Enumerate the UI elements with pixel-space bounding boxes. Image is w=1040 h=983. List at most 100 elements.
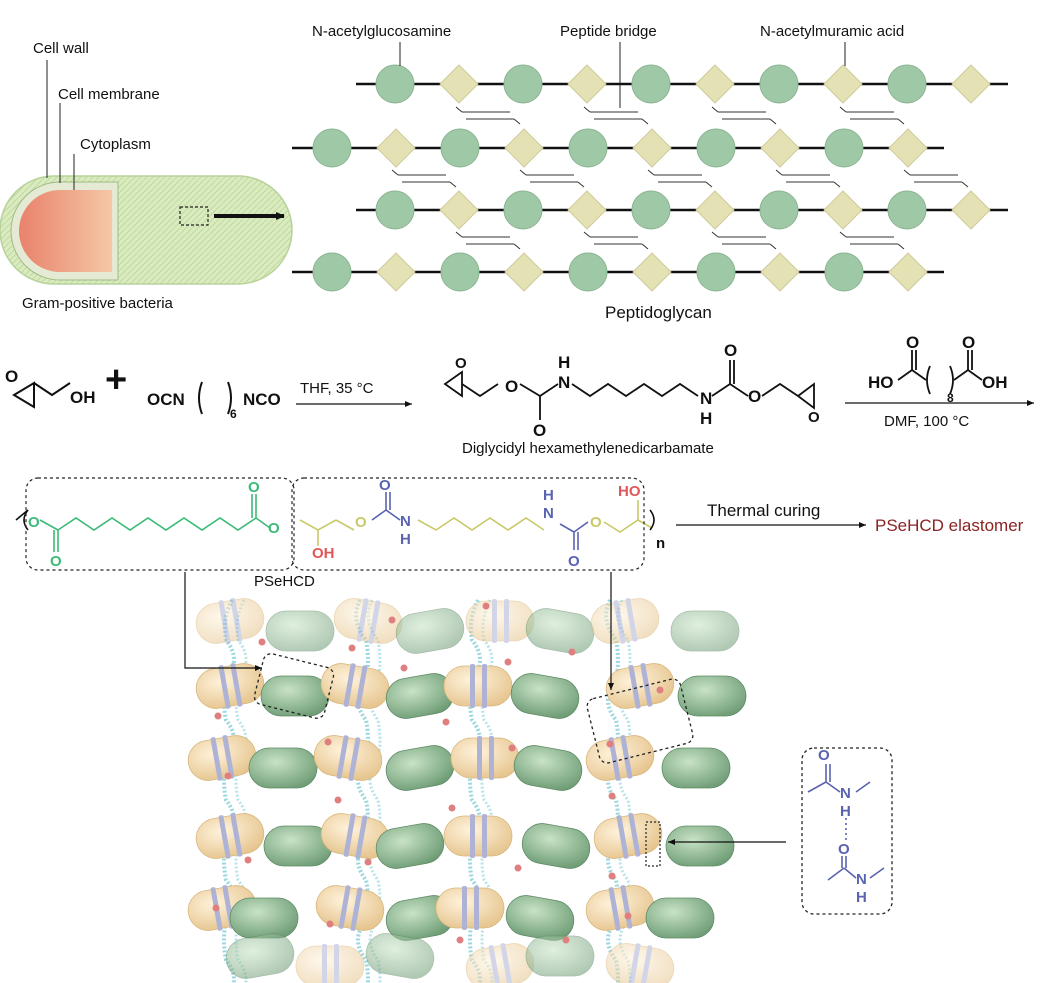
ocn-label: OCN <box>147 390 185 409</box>
nag-unit <box>312 252 352 292</box>
nam-unit <box>376 252 416 292</box>
carbamate-segment <box>315 885 385 931</box>
nam-unit <box>760 128 800 168</box>
nam-unit <box>439 190 479 230</box>
nam-unit <box>823 64 863 104</box>
svg-text:O: O <box>818 747 830 764</box>
nam-label: N-acetylmuramic acid <box>760 23 904 40</box>
sebacic-o1: O <box>906 333 919 352</box>
bacteria-caption: Gram-positive bacteria <box>22 295 174 312</box>
svg-text:O: O <box>379 477 391 494</box>
peptide-bridge <box>590 111 642 120</box>
elastomer-network <box>187 598 747 983</box>
glycidol-structure <box>12 381 71 409</box>
polymer-n: N <box>543 505 554 522</box>
hydroxyl-dot <box>388 616 396 624</box>
carbamate-segment <box>605 663 675 709</box>
nam-unit <box>823 190 863 230</box>
zoom-box-ester <box>253 653 335 719</box>
ester-segment <box>260 675 330 717</box>
svg-text:O: O <box>808 409 820 426</box>
carbamate-segment <box>465 943 535 983</box>
nag-unit <box>568 128 608 168</box>
ester-segment <box>265 610 335 652</box>
hbond-o: O <box>838 841 850 858</box>
nag-unit <box>759 64 799 104</box>
peptide-bridge <box>846 111 898 120</box>
peptide-bridge-label: Peptide bridge <box>560 23 657 40</box>
hdi-structure <box>198 381 232 415</box>
hydroxyl-dot <box>656 686 664 694</box>
nam-unit <box>439 64 479 104</box>
hbond-inset <box>801 747 893 915</box>
hydroxyl-dot <box>482 602 490 610</box>
cell-membrane-label: Cell membrane <box>58 86 160 103</box>
hydroxyl-dot <box>606 740 614 748</box>
nag-unit <box>631 64 671 104</box>
hbond-n: N <box>856 871 867 888</box>
nag-label: N-acetylglucosamine <box>312 23 451 40</box>
carbamate-segment <box>585 735 655 781</box>
hydroxyl-dot <box>214 712 222 720</box>
peptide-bridge-end <box>711 231 777 250</box>
hbond-structure <box>807 764 885 881</box>
nag-unit <box>375 190 415 230</box>
nco-label: NCO <box>243 390 281 409</box>
polymer-ho: HO <box>618 483 641 500</box>
hydroxyl-dot <box>324 738 332 746</box>
peptide-bridge <box>846 236 898 245</box>
diglycidyl-n-bottom: N <box>700 389 712 408</box>
nag-unit <box>824 252 864 292</box>
hbond-strand <box>354 599 370 983</box>
svg-text:O: O <box>455 355 467 372</box>
curing-label: Thermal curing <box>707 501 820 520</box>
bacterium-illustration <box>0 175 293 285</box>
nag-unit <box>887 64 927 104</box>
nag-unit <box>696 128 736 168</box>
hydroxyl-dot <box>442 718 450 726</box>
diglycidyl-o-top: O <box>724 341 737 360</box>
diglycidyl-structure <box>443 360 815 420</box>
peptidoglycan-caption: Peptidoglycan <box>605 303 712 322</box>
sebacic-ho: HO <box>868 373 894 392</box>
hydroxyl-dot <box>504 658 512 666</box>
nam-unit <box>951 190 991 230</box>
carbamate-segment <box>450 736 520 780</box>
hydroxyl-dot <box>514 864 522 872</box>
hydroxyl-dot <box>334 796 342 804</box>
peptide-bridge-end <box>391 169 457 188</box>
ester-segment <box>505 895 575 941</box>
nag-unit <box>568 252 608 292</box>
hydroxyl-dot <box>562 936 570 944</box>
peptide-bridge <box>782 174 834 183</box>
ester-segment <box>248 747 318 789</box>
nag-unit <box>887 190 927 230</box>
nam-unit <box>504 128 544 168</box>
peptide-bridge-end <box>583 106 649 125</box>
svg-text:N: N <box>840 785 851 802</box>
ester-pointer <box>184 572 262 671</box>
ester-segment <box>670 610 740 652</box>
svg-text:O: O <box>248 479 260 496</box>
carbamate-segment <box>593 813 663 859</box>
glycidol-o: O <box>5 367 18 386</box>
glycidol-oh: OH <box>70 388 96 407</box>
peptide-bridge-end <box>455 231 521 250</box>
ester-segment <box>229 897 299 939</box>
ester-segment <box>513 745 583 791</box>
ester-segment <box>375 823 445 869</box>
hbond-strand <box>480 599 494 983</box>
nam-unit <box>888 252 928 292</box>
ester-segment-box <box>25 477 295 571</box>
carbamate-segment <box>590 598 660 644</box>
nam-unit <box>632 128 672 168</box>
peptide-bridge-end <box>903 169 969 188</box>
peptide-bridge-end <box>839 231 905 250</box>
ester-segment <box>385 745 455 791</box>
peptide-bridge <box>462 236 514 245</box>
peptide-bridge-end <box>583 231 649 250</box>
svg-text:O: O <box>28 514 40 531</box>
sebacic-oh: OH <box>982 373 1008 392</box>
nam-unit <box>376 128 416 168</box>
svg-text:O: O <box>590 514 602 531</box>
